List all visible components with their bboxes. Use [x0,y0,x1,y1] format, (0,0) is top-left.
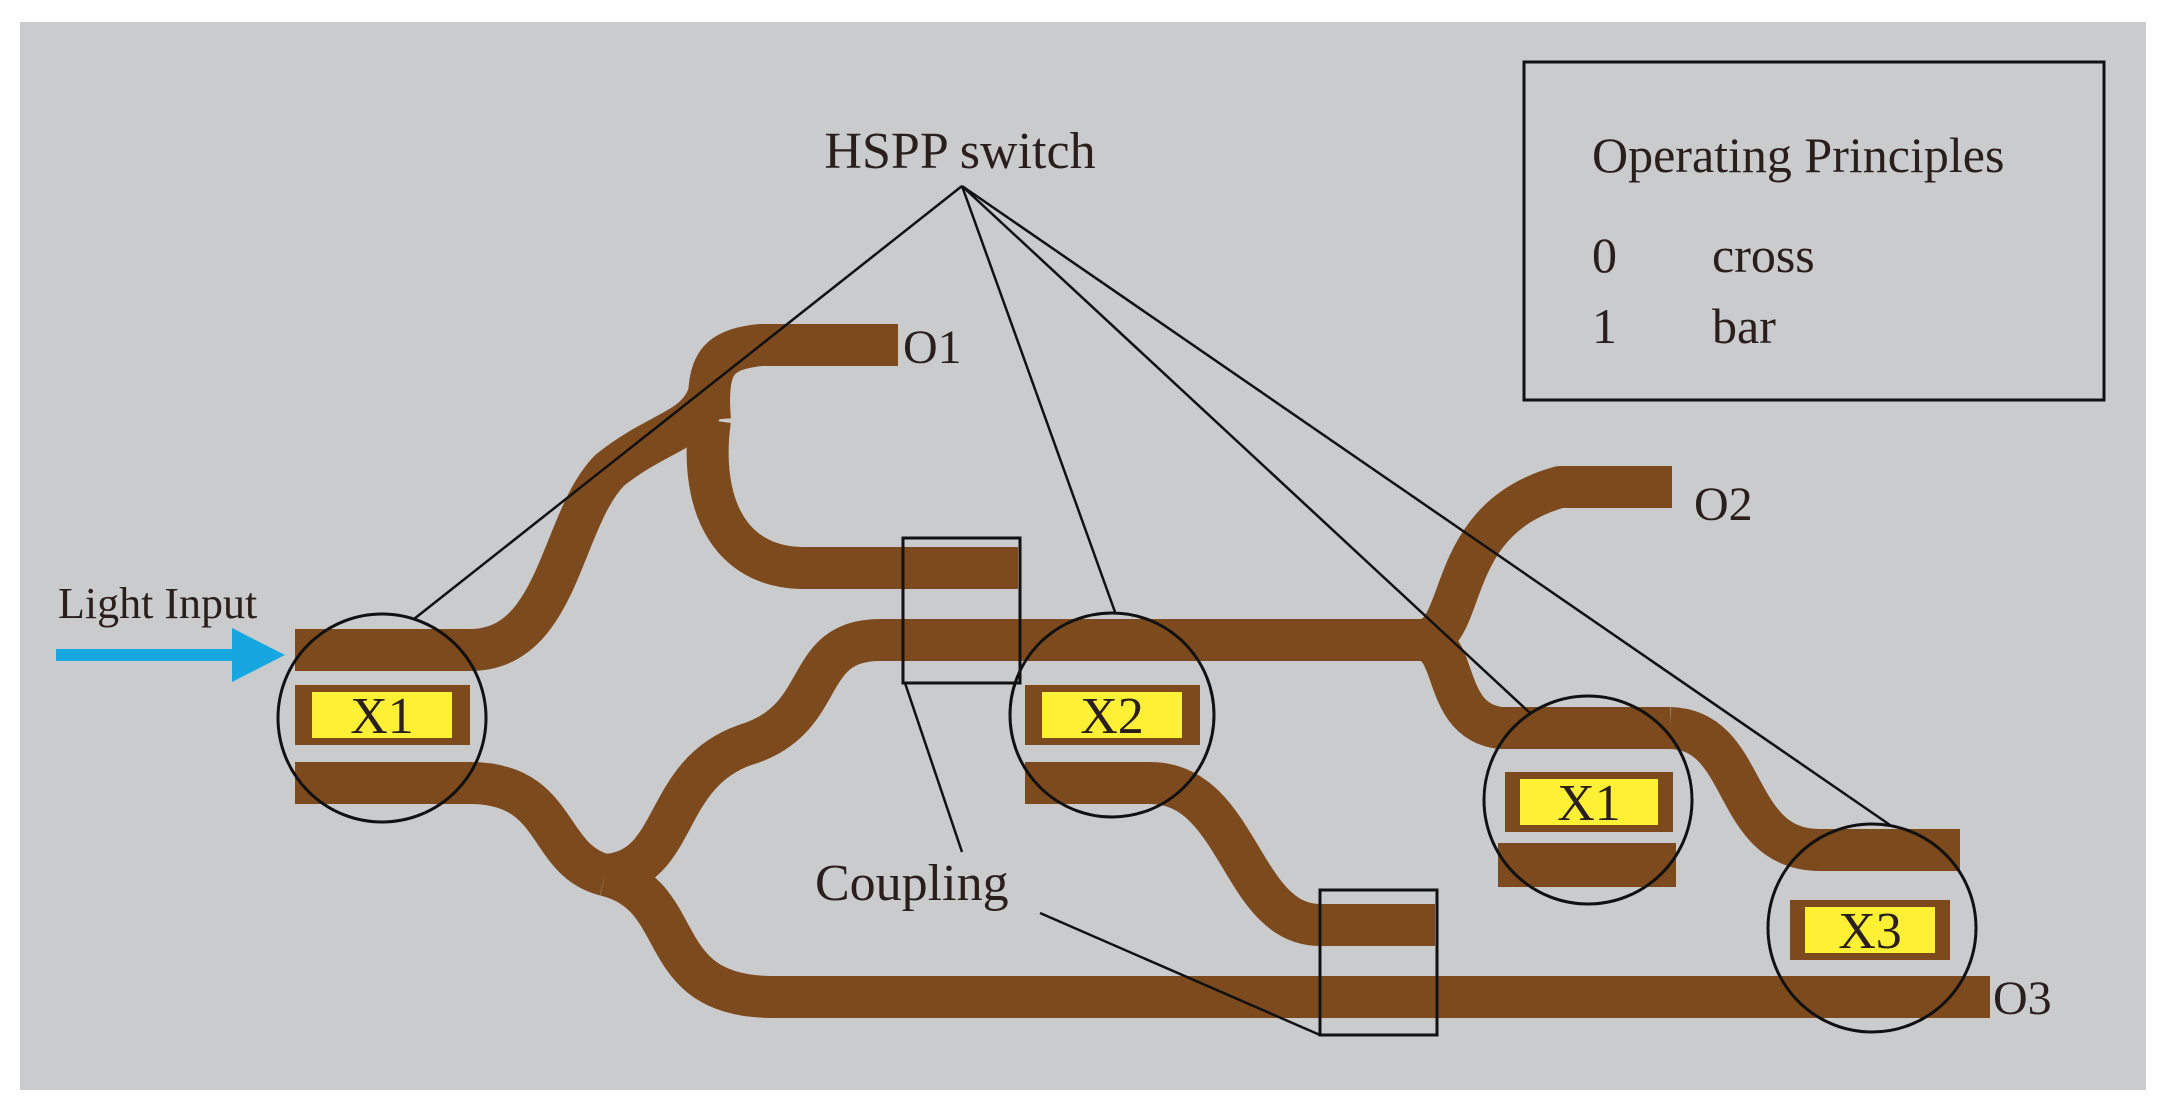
hspp-switch-label: HSPP switch [824,123,1095,180]
light-input-label: Light Input [58,579,257,628]
switch-x1-left: X1 [295,685,470,745]
switch-x2: X2 [1025,685,1200,745]
waveguide-to-coupler1 [686,417,1018,589]
switch-core [1042,692,1182,738]
legend-state-0: 0 [1592,227,1617,283]
coupling-leader-lines [903,682,1321,1037]
arrow-head [232,628,285,682]
waveguide-network [295,324,1990,1018]
switch-ring-x2 [1008,611,1216,819]
switch-label: X2 [1080,688,1144,745]
legend-box: Operating Principles 0 cross 1 bar [1522,60,2106,402]
hspp-leader-lines [413,184,1891,827]
light-input-arrow [56,628,285,682]
switch-x3: X3 [1790,900,1950,960]
legend-frame [1522,60,2106,402]
switch-label: X1 [1557,775,1621,832]
switch-ring-x1-left [276,612,488,824]
waveguide-x1-lower [295,762,612,896]
switch-ring-x1-right [1482,694,1694,906]
switch-x1-right: X1 [1505,772,1673,832]
waveguide-splitter-upper [602,466,1672,896]
switch-core [312,692,452,738]
leader-hspp-x1-left [413,185,963,620]
switch-label: X1 [350,688,414,745]
switch-ring-x3 [1766,822,1978,1034]
waveguide-to-o1 [688,324,898,422]
leader-hspp-x2 [960,185,1117,613]
switch-label: X3 [1838,903,1902,960]
legend-meaning-0: cross [1712,227,1815,283]
waveguide-to-x1b [1416,619,1670,749]
x1b-lower-rail [1498,843,1676,887]
leader-hspp-x3 [961,184,1891,827]
legend-title: Operating Principles [1592,127,2004,183]
leader-coupling-1 [903,682,964,853]
waveguide-x1b-to-x3 [1667,707,1960,871]
switch-core [1805,907,1935,953]
output-label-o1: O1 [903,321,962,374]
waveguide-x2-lower [1025,762,1435,946]
coupling-label: Coupling [815,855,1009,912]
coupling-box-1 [901,536,1022,685]
output-label-o3: O3 [1993,972,2052,1025]
output-label-o2: O2 [1694,478,1753,531]
waveguide-x1-upper [295,383,731,671]
switch-core [1520,779,1658,825]
waveguide-splitter-lower [599,854,1990,1018]
coupling-box-2 [1318,888,1439,1037]
legend-state-1: 1 [1592,298,1617,354]
legend-meaning-1: bar [1712,298,1776,354]
leader-coupling-2 [1039,911,1321,1037]
leader-hspp-x1-right [961,185,1531,714]
